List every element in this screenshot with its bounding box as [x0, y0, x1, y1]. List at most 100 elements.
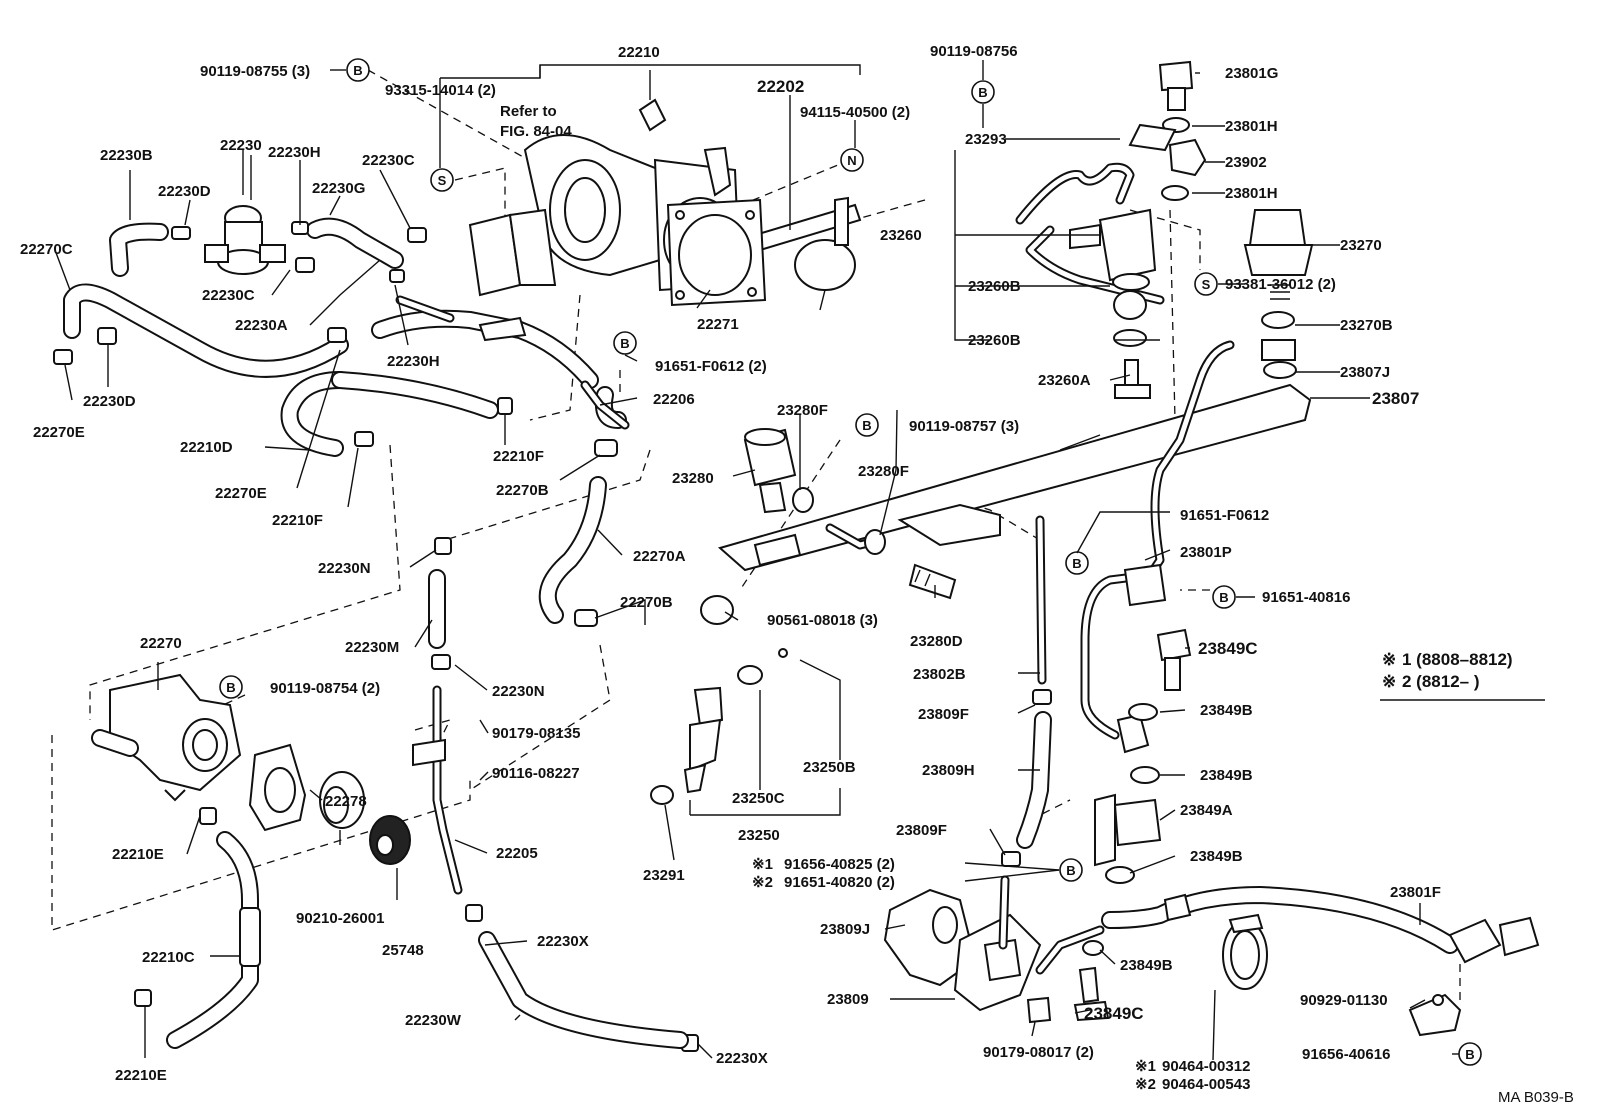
label-91656-40825: 91656-40825 (2): [784, 856, 895, 873]
label-22210D: 22210D: [180, 439, 233, 456]
callout-s: S: [438, 173, 447, 188]
label-22205: 22205: [496, 845, 538, 862]
label-23849B-c: 23849B: [1190, 848, 1243, 865]
label-22210F-lower: 22210F: [272, 512, 323, 529]
label-90179-08135: 90179-08135: [492, 725, 580, 742]
label-93381-36012: 93381-36012 (2): [1225, 276, 1336, 293]
label-22230G: 22230G: [312, 180, 365, 197]
label-23902: 23902: [1225, 154, 1267, 171]
gasket-22271: [666, 198, 767, 307]
label-23250B: 23250B: [803, 759, 856, 776]
grommet-25748: [369, 815, 411, 865]
label-25748: 25748: [382, 942, 424, 959]
label-23280: 23280: [672, 470, 714, 487]
fuel-pump-23809: [883, 875, 1105, 1024]
label-22230A: 22230A: [235, 317, 288, 334]
damper-23260: [1015, 162, 1165, 399]
label-23250: 23250: [738, 827, 780, 844]
label-22278: 22278: [325, 793, 367, 810]
part-labels: 90119-08755 (3) 93315-14014 (2) Refer to…: [20, 43, 1441, 1093]
label-23809F-upper: 23809F: [918, 706, 969, 723]
label-22210E-lower: 22210E: [115, 1067, 167, 1084]
label-23260B-lower: 23260B: [968, 332, 1021, 349]
label-90464-00312: 90464-00312: [1162, 1058, 1250, 1075]
label-22230D-upper: 22230D: [158, 183, 211, 200]
idle-valve-22270: [91, 673, 242, 802]
label-ref2-lower: ※2: [1135, 1076, 1156, 1093]
label-90116-08227: 90116-08227: [492, 765, 580, 782]
pipe-22205: [412, 685, 463, 895]
label-ref1-upper: ※1: [752, 856, 773, 873]
legend-mark-2: ※: [1382, 672, 1396, 691]
label-22230M: 22230M: [345, 639, 399, 656]
filter-23849A: [1094, 628, 1192, 884]
vacuum-actuator: [753, 196, 862, 311]
pulsation-damper-23270: [1243, 209, 1314, 379]
hose-22270A: [538, 476, 607, 624]
label-23809H: 23809H: [922, 762, 975, 779]
label-23809F-lower: 23809F: [896, 822, 947, 839]
label-23291: 23291: [643, 867, 685, 884]
label-ref1-lower: ※1: [1135, 1058, 1156, 1075]
pipe-23802B: [1001, 515, 1052, 867]
label-23801G: 23801G: [1225, 65, 1278, 82]
label-23849B-d: 23849B: [1120, 957, 1173, 974]
label-22270E-upper: 22270E: [33, 424, 85, 441]
label-23801P: 23801P: [1180, 544, 1232, 561]
callout-b: B: [226, 680, 235, 695]
label-23849C-lower: 23849C: [1084, 1004, 1144, 1023]
clamp-90929: [1408, 993, 1462, 1037]
label-22210F-upper: 22210F: [493, 448, 544, 465]
diagram-id: MA B039-B: [1498, 1089, 1574, 1106]
legend: ※ 1 (8808–8812) ※ 2 (8812– ): [1382, 650, 1513, 691]
clamp-90464: [1222, 913, 1268, 990]
label-90119-08755: 90119-08755 (3): [200, 63, 310, 80]
label-22230H-lower: 22230H: [387, 353, 440, 370]
label-91651-F0612-lower: 91651-F0612: [1180, 507, 1269, 524]
label-23260A: 23260A: [1038, 372, 1091, 389]
label-23280F-upper: 23280F: [777, 402, 828, 419]
label-22270B-lower: 22270B: [620, 594, 673, 611]
label-23807J: 23807J: [1340, 364, 1390, 381]
legend-line-2: 2 (8812– ): [1402, 672, 1480, 691]
label-22210C: 22210C: [142, 949, 195, 966]
label-ref2-upper: ※2: [752, 874, 773, 891]
label-90210-26001: 90210-26001: [296, 910, 384, 927]
bushing-90210: [319, 771, 365, 829]
label-23280F-lower: 23280F: [858, 463, 909, 480]
label-22270B-upper: 22270B: [496, 482, 549, 499]
label-91651-40816: 91651-40816: [1262, 589, 1350, 606]
clamps-upper-left: [53, 221, 699, 1052]
label-22210E-upper: 22210E: [112, 846, 164, 863]
pipe-23801P: [1080, 340, 1235, 754]
label-91651-F0612-upper: 91651-F0612 (2): [655, 358, 767, 375]
label-fig-84-04: FIG. 84-04: [500, 123, 572, 140]
label-22230C-upper: 22230C: [362, 152, 415, 169]
label-22230N-upper: 22230N: [318, 560, 371, 577]
callout-b: B: [1219, 590, 1228, 605]
label-91651-40820: 91651-40820 (2): [784, 874, 895, 891]
hose-23801F: [1101, 886, 1540, 964]
label-23801H-lower: 23801H: [1225, 185, 1278, 202]
label-22230H-upper: 22230H: [268, 144, 321, 161]
label-90119-08756: 90119-08756: [930, 43, 1018, 60]
gasket-22278: [248, 743, 307, 832]
label-91656-40616: 91656-40616: [1302, 1046, 1390, 1063]
label-23260: 23260: [880, 227, 922, 244]
air-valve-22230: [204, 150, 286, 275]
label-22230X-lower: 22230X: [716, 1050, 768, 1067]
label-22270A: 22270A: [633, 548, 686, 565]
label-22230X-upper: 22230X: [537, 933, 589, 950]
label-22230W: 22230W: [405, 1012, 462, 1029]
callout-b: B: [862, 418, 871, 433]
label-90464-00543: 90464-00543: [1162, 1076, 1250, 1093]
label-90119-08754: 90119-08754 (2): [270, 680, 380, 697]
label-90929-01130: 90929-01130: [1300, 992, 1388, 1009]
callout-b: B: [353, 63, 362, 78]
label-90179-08017: 90179-08017 (2): [983, 1044, 1094, 1061]
dashed-guide-lines: [51, 69, 1461, 1000]
label-93315-14014: 93315-14014 (2): [385, 82, 496, 99]
label-23849A: 23849A: [1180, 802, 1233, 819]
